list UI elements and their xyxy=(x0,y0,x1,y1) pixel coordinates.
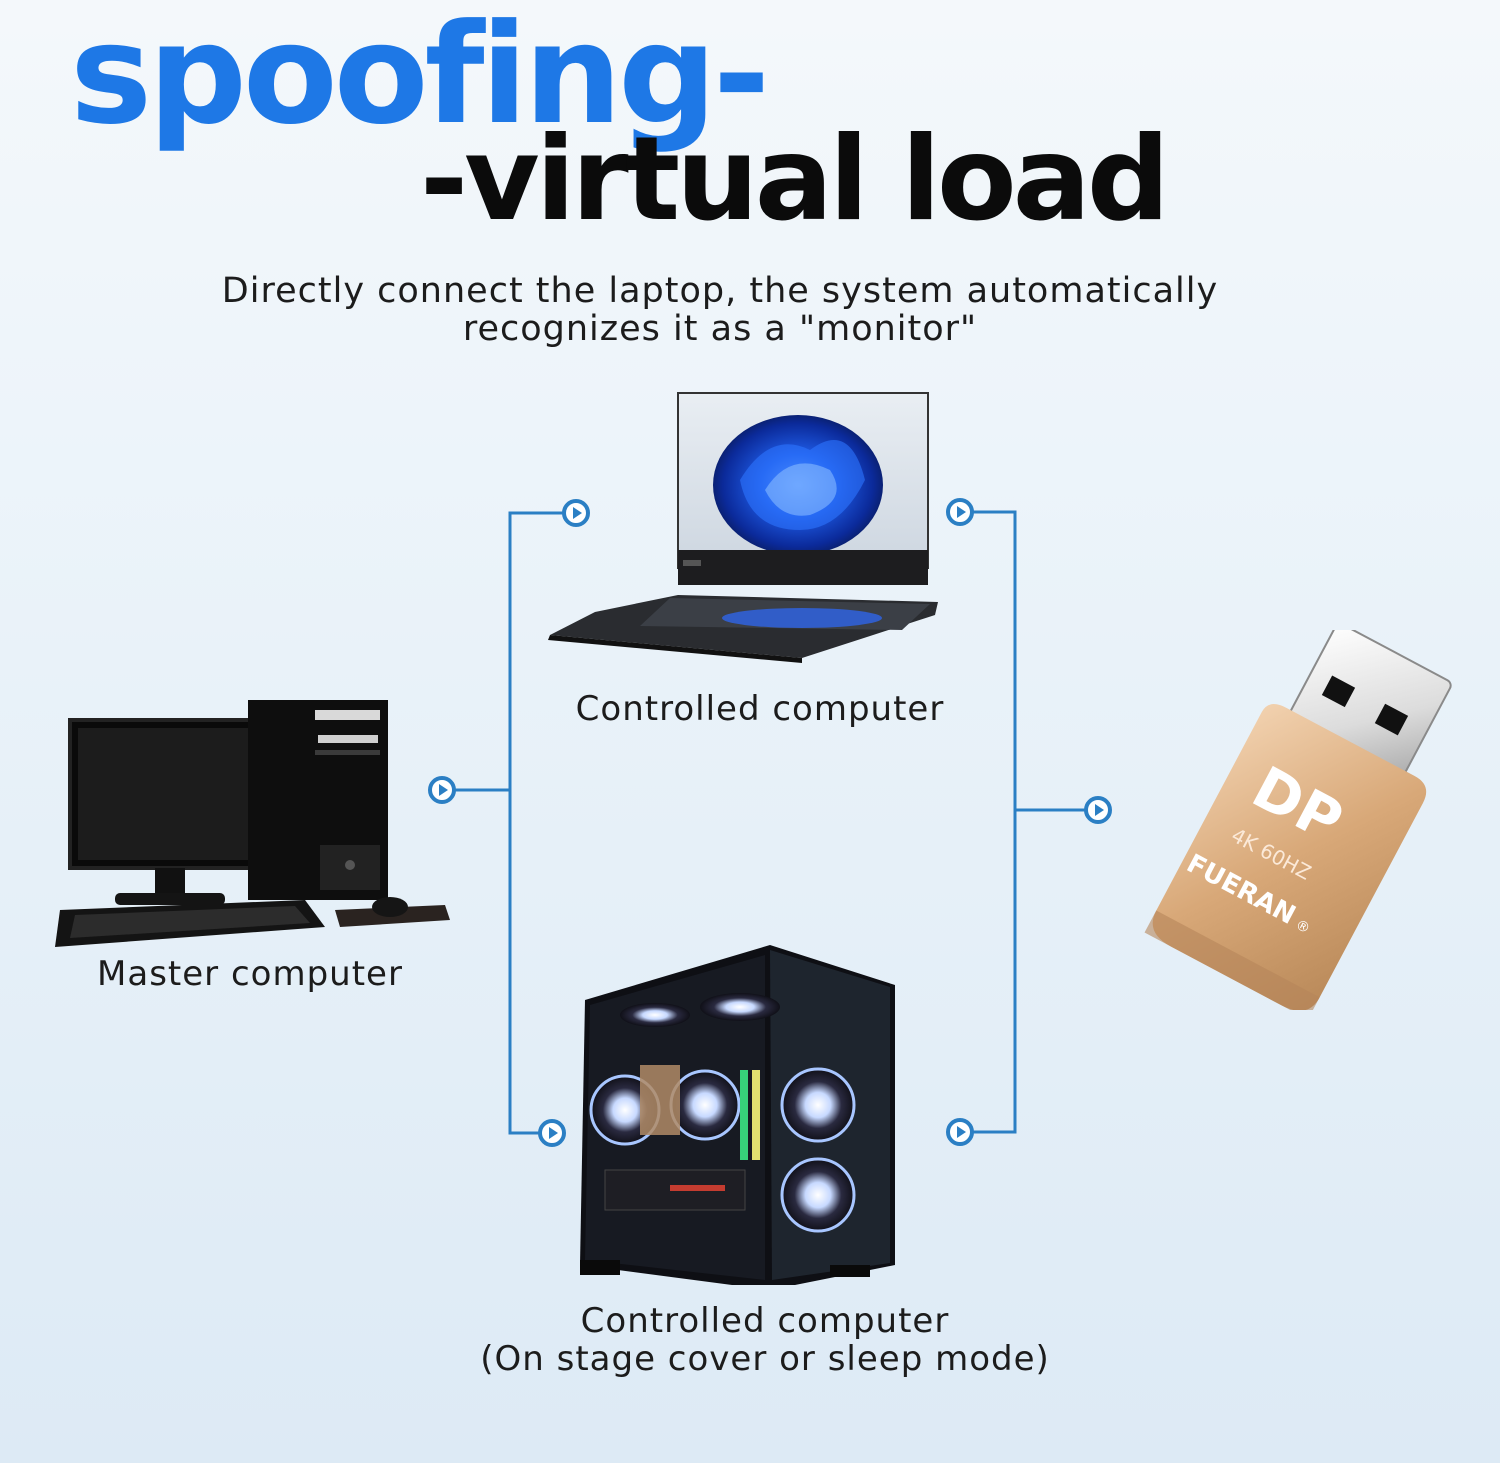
arrow-icon-master xyxy=(428,776,456,804)
subtitle: Directly connect the laptop, the system … xyxy=(200,272,1240,348)
connector-right-bracket xyxy=(960,510,1017,1134)
arrow-icon-laptop-out xyxy=(946,498,974,526)
dp-dummy-plug-illustration: DP 4K 60HZ FUERAN ® xyxy=(1144,630,1452,1010)
master-computer-illustration xyxy=(55,700,450,947)
laptop-illustration xyxy=(548,392,938,663)
arrow-icons xyxy=(428,498,1112,1147)
subtitle-line-2: recognizes it as a "monitor" xyxy=(462,309,978,349)
subtitle-line-1: Directly connect the laptop, the system … xyxy=(221,271,1219,311)
headline-virtual-load: -virtual load xyxy=(420,112,1170,247)
arrow-icon-desktop-out xyxy=(946,1118,974,1146)
controlled-computer-label: Controlled computer xyxy=(575,689,945,729)
controlled-computer-label-line-2: (On stage cover or sleep mode) xyxy=(480,1339,1050,1379)
arrow-icon-laptop-in xyxy=(562,499,590,527)
arrow-icon-adapter xyxy=(1084,796,1112,824)
master-computer-label: Master computer xyxy=(97,954,403,994)
registered-mark-icon: ® xyxy=(1293,917,1313,938)
connector-left-bracket xyxy=(508,511,576,1135)
desktop-pc-illustration xyxy=(580,945,895,1285)
controlled-computer-label-line-1: Controlled computer xyxy=(580,1301,950,1341)
headline-spoofing: spoofing- xyxy=(70,0,770,155)
controlled-computer-sleep-label: Controlled computer (On stage cover or s… xyxy=(430,1302,1100,1378)
arrow-icon-desktop-in xyxy=(538,1119,566,1147)
